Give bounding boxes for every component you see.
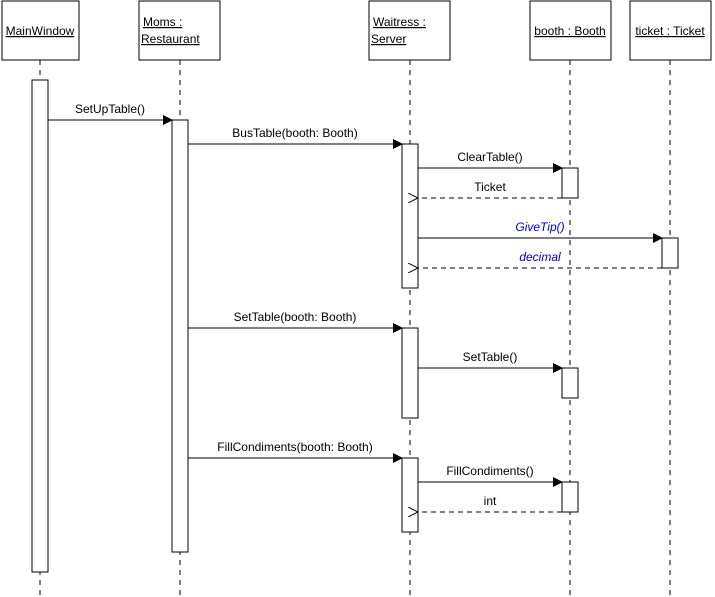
participant-box: [629, 0, 712, 61]
message-label-decimal: decimal: [519, 250, 561, 264]
activation-waitress-fillcondiments: [401, 457, 419, 533]
message-label-settable-booth: SetTable(): [463, 350, 518, 364]
activation-booth-settable: [561, 367, 579, 399]
participant-ticket: ticket : Ticket: [629, 0, 712, 61]
activation-booth-fillcondiments: [561, 481, 579, 513]
message-label-givetip: GiveTip(): [515, 220, 564, 234]
message-label-bustable: BusTable(booth: Booth): [232, 126, 357, 140]
message-label-fillcondiments-booth: FillCondiments(): [446, 464, 533, 478]
activation-ticket-givetip: [661, 237, 679, 269]
message-label-settable-waitress: SetTable(booth: Booth): [234, 310, 357, 324]
participant-box: [529, 0, 612, 61]
participant-label-line2: Restaurant: [141, 32, 200, 46]
participant-label: booth : Booth: [534, 24, 605, 38]
participant-label-line2: Server: [371, 32, 406, 46]
message-label-int: int: [484, 494, 497, 508]
message-label-ticket: Ticket: [474, 180, 506, 194]
participant-box: [138, 0, 221, 61]
participant-label: Waitress :: [373, 15, 426, 29]
activation-booth-cleartable: [561, 167, 579, 199]
participant-label: Moms :: [143, 15, 182, 29]
activation-moms: [171, 119, 189, 553]
message-label-fillcondiments-waitress: FillCondiments(booth: Booth): [217, 440, 372, 454]
participant-booth: booth : Booth: [529, 0, 612, 61]
participant-label: ticket : Ticket: [635, 24, 705, 38]
participant-moms: Moms : Restaurant: [138, 0, 221, 61]
participant-box: [368, 0, 451, 61]
activation-waitress-settable: [401, 327, 419, 419]
activation-waitress-bustable: [401, 143, 419, 289]
message-label-setuptable: SetUpTable(): [75, 102, 145, 116]
participant-mainwindow: MainWindow: [1, 0, 80, 61]
participant-box: [1, 0, 80, 61]
message-label-cleartable: ClearTable(): [457, 150, 522, 164]
activation-mainwindow: [31, 79, 49, 573]
participant-waitress: Waitress : Server: [368, 0, 451, 61]
participant-label: MainWindow: [6, 24, 75, 38]
